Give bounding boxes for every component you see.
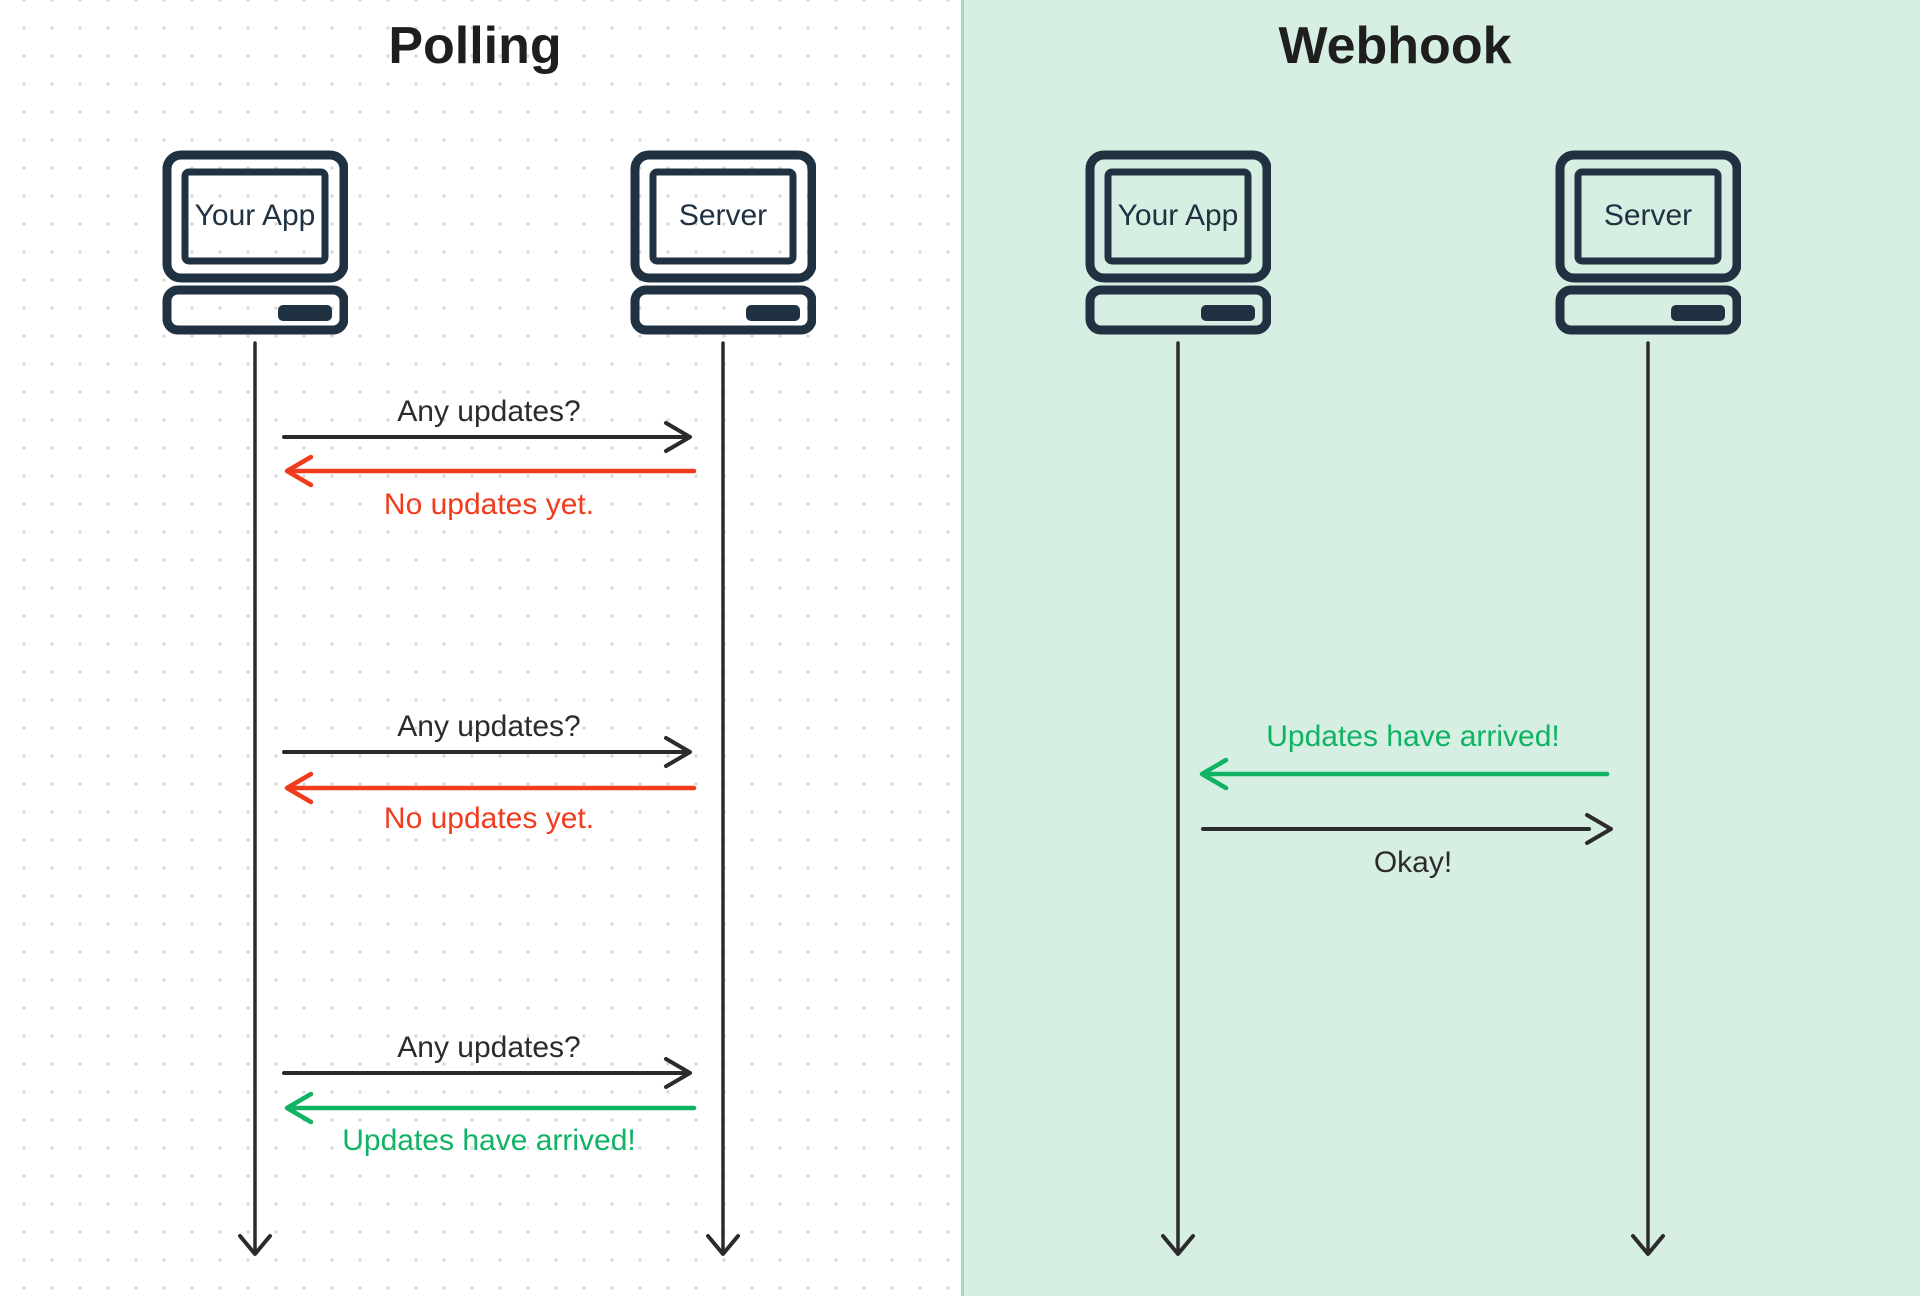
monitor-outline <box>162 150 348 283</box>
message-label: Any updates? <box>397 710 581 743</box>
screen-outline <box>1574 168 1722 265</box>
screen-outline <box>1104 168 1252 265</box>
arrow-polling-request-1 <box>282 421 692 453</box>
arrowhead-left-icon <box>284 771 314 805</box>
arrow-polling-request-2 <box>282 736 692 768</box>
computer-base <box>1555 285 1741 335</box>
arrowhead-right-icon <box>664 736 692 768</box>
screen-outline <box>181 168 329 265</box>
base-button <box>1201 305 1255 321</box>
monitor-outline <box>1085 150 1271 283</box>
arrowhead-down-icon <box>1631 1234 1665 1256</box>
lifeline-polling-server <box>706 341 740 1256</box>
actor-label: Your App <box>194 199 316 232</box>
webhook-your-app-actor: Your App <box>1085 150 1271 336</box>
base-button <box>746 305 800 321</box>
computer-base <box>162 285 348 335</box>
computer-icon <box>1085 150 1271 335</box>
polling-your-app-actor: Your App <box>162 150 348 336</box>
lifeline-webhook-your-app <box>1161 341 1195 1256</box>
arrowhead-down-icon <box>1161 1234 1195 1256</box>
computer-icon <box>162 150 348 335</box>
screen-outline <box>649 168 797 265</box>
lifeline-webhook-server <box>1631 341 1665 1256</box>
arrowhead-left-icon <box>1199 757 1229 791</box>
computer-base <box>630 285 816 335</box>
arrow-webhook-push <box>1199 757 1610 791</box>
message-label: Okay! <box>1373 846 1453 879</box>
panel-polling-background <box>0 0 961 1296</box>
base-button <box>1671 305 1725 321</box>
message-label: Updates have arrived! <box>342 1124 636 1157</box>
arrow-polling-response-3 <box>284 1091 697 1125</box>
message-label: Updates have arrived! <box>1266 720 1560 753</box>
polling-title: Polling <box>388 17 562 75</box>
actor-label: Your App <box>1117 199 1239 232</box>
actor-label: Server <box>1603 199 1693 232</box>
monitor-outline <box>1555 150 1741 283</box>
message-label: Any updates? <box>397 395 581 428</box>
computer-base <box>1085 285 1271 335</box>
monitor-outline <box>630 150 816 283</box>
arrowhead-left-icon <box>284 454 314 488</box>
message-label: Any updates? <box>397 1031 581 1064</box>
computer-icon <box>630 150 816 335</box>
computer-icon <box>1555 150 1741 335</box>
arrowhead-right-icon <box>664 1057 692 1089</box>
actor-label: Server <box>678 199 768 232</box>
arrow-polling-response-2 <box>284 771 697 805</box>
arrowhead-right-icon <box>664 421 692 453</box>
arrow-webhook-ack <box>1201 813 1613 845</box>
panel-webhook-background <box>961 0 1920 1296</box>
webhook-title: Webhook <box>1278 17 1512 75</box>
arrowhead-left-icon <box>284 1091 314 1125</box>
message-label: No updates yet. <box>383 488 595 521</box>
arrowhead-down-icon <box>706 1234 740 1256</box>
webhook-server-actor: Server <box>1555 150 1741 336</box>
arrowhead-right-icon <box>1585 813 1613 845</box>
arrow-polling-request-3 <box>282 1057 692 1089</box>
arrow-polling-response-1 <box>284 454 697 488</box>
base-button <box>278 305 332 321</box>
message-label: No updates yet. <box>383 802 595 835</box>
polling-server-actor: Server <box>630 150 816 336</box>
lifeline-polling-your-app <box>238 341 272 1256</box>
arrowhead-down-icon <box>238 1234 272 1256</box>
